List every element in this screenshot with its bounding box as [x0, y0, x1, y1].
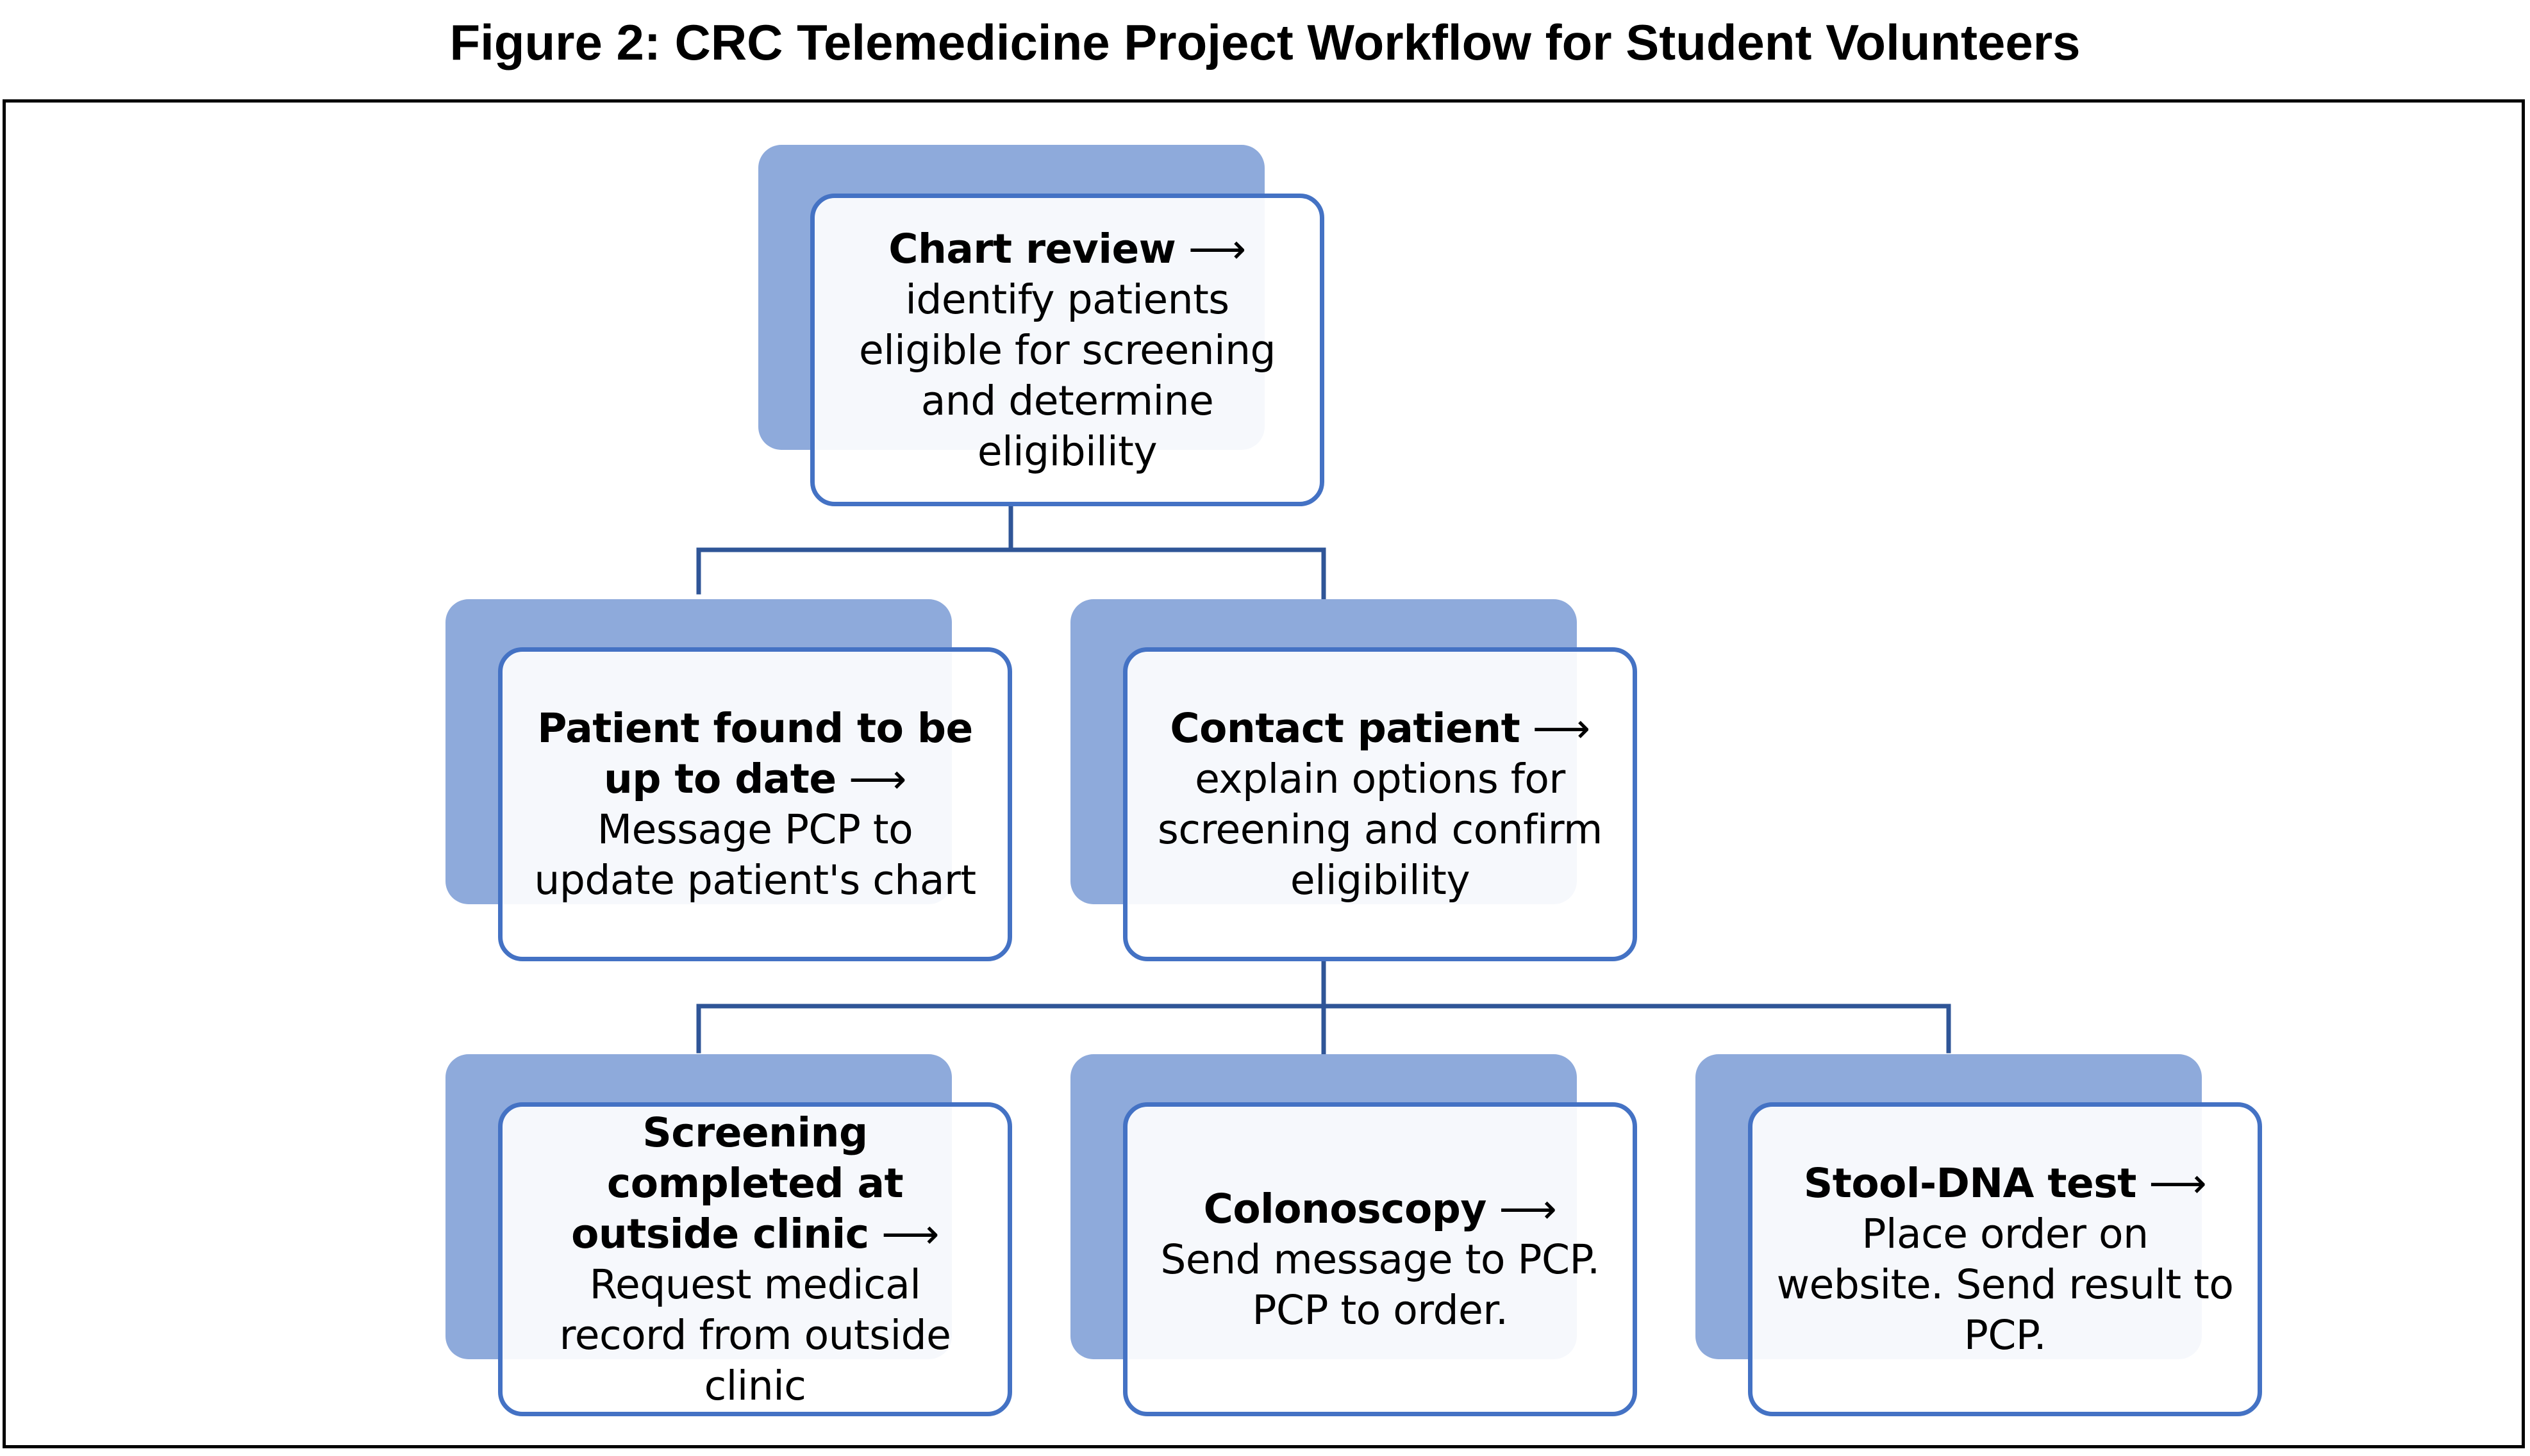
- contact-patient-text: Contact patient ⟶ explain options for sc…: [1151, 703, 1610, 906]
- stool-dna-text: Stool-DNA test ⟶ Place order on website.…: [1776, 1158, 2235, 1361]
- contact-patient-desc: ⟶ explain options for screening and conf…: [1158, 705, 1602, 904]
- chart-review-node: Chart review ⟶ identify patients eligibl…: [810, 194, 1324, 506]
- chart-review-title: Chart review: [888, 225, 1176, 272]
- colonoscopy-node: Colonoscopy ⟶ Send message to PCP. PCP t…: [1123, 1102, 1637, 1416]
- stool-dna-node: Stool-DNA test ⟶ Place order on website.…: [1748, 1102, 2262, 1416]
- outside-clinic-desc: ⟶ Request medical record from outside cl…: [559, 1211, 951, 1409]
- up-to-date-node: Patient found to be up to date ⟶ Message…: [498, 647, 1012, 961]
- up-to-date-title: Patient found to be up to date: [537, 705, 973, 802]
- colonoscopy-text: Colonoscopy ⟶ Send message to PCP. PCP t…: [1151, 1184, 1610, 1336]
- chart-review-text: Chart review ⟶ identify patients eligibl…: [838, 224, 1297, 477]
- outside-clinic-text: Screening completed at outside clinic ⟶ …: [526, 1107, 985, 1411]
- stool-dna-title: Stool-DNA test: [1803, 1160, 2136, 1207]
- diagram-frame: [3, 99, 2525, 1448]
- contact-patient-title: Contact patient: [1170, 705, 1520, 752]
- stool-dna-desc: ⟶ Place order on website. Send result to…: [1776, 1160, 2234, 1359]
- outside-clinic-title: Screening completed at outside clinic: [571, 1109, 904, 1257]
- outside-clinic-node: Screening completed at outside clinic ⟶ …: [498, 1102, 1012, 1416]
- contact-patient-node: Contact patient ⟶ explain options for sc…: [1123, 647, 1637, 961]
- up-to-date-desc: ⟶ Message PCP to update patient's chart: [534, 756, 976, 904]
- figure-title: Figure 2: CRC Telemedicine Project Workf…: [449, 14, 2081, 70]
- chart-review-desc: ⟶ identify patients eligible for screeni…: [858, 225, 1276, 475]
- up-to-date-text: Patient found to be up to date ⟶ Message…: [526, 703, 985, 906]
- colonoscopy-desc: ⟶ Send message to PCP. PCP to order.: [1160, 1185, 1600, 1334]
- colonoscopy-title: Colonoscopy: [1203, 1185, 1487, 1232]
